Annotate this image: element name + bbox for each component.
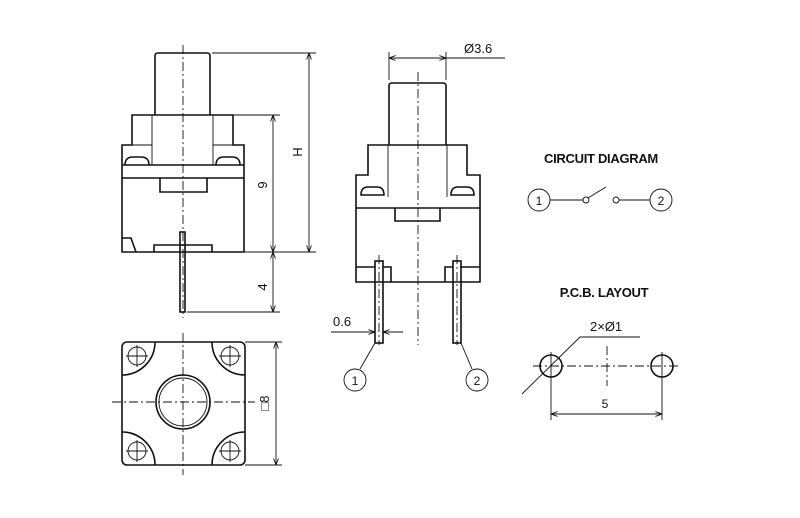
- dim-hole-spec: 2×Ø1: [590, 319, 622, 334]
- bottom-view: □8: [112, 333, 282, 475]
- dim-plunger-diameter: Ø3.6: [464, 41, 492, 56]
- pin-2-label: 2: [474, 374, 481, 388]
- pcb-layout: P.C.B. LAYOUT 2×Ø1 5: [521, 285, 680, 420]
- terminal-2-label: 2: [658, 194, 665, 208]
- pin-1-label: 1: [352, 374, 359, 388]
- side-view: H 9 4: [121, 45, 316, 318]
- dim-hole-pitch: 5: [602, 397, 609, 411]
- front-view: Ø3.6 0.6 1 2: [331, 41, 505, 392]
- dim-body-square: □8: [257, 395, 272, 410]
- circuit-diagram-title: CIRCUIT DIAGRAM: [544, 151, 658, 166]
- terminal-1-label: 1: [536, 194, 543, 208]
- dim-body-height: 9: [255, 181, 270, 188]
- pcb-layout-title: P.C.B. LAYOUT: [560, 285, 649, 300]
- dim-pin-length: 4: [255, 283, 270, 290]
- dim-height: H: [290, 147, 305, 156]
- circuit-diagram: CIRCUIT DIAGRAM 1 2: [527, 151, 673, 212]
- dim-pin-width: 0.6: [333, 314, 351, 329]
